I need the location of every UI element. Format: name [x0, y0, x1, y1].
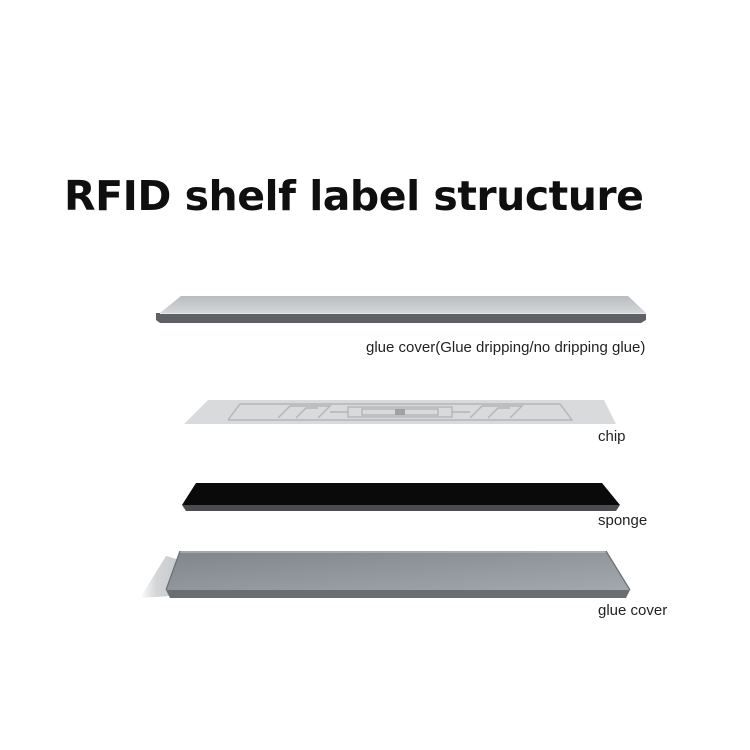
rfid-inlay-layer: [184, 400, 616, 424]
diagram-title: RFID shelf label structure: [64, 172, 644, 220]
bottom-glue-cover-layer: [140, 550, 631, 598]
sponge-label: sponge: [598, 512, 648, 529]
sponge-layer: [182, 483, 620, 511]
bottom-glue-cover-label: glue cover: [598, 602, 668, 619]
top-glue-cover-label: glue cover(Glue dripping/no dripping glu…: [366, 339, 646, 356]
top-glue-cover-layer: [156, 296, 646, 323]
chip-label: chip: [598, 428, 626, 445]
chip-icon: [395, 409, 405, 415]
